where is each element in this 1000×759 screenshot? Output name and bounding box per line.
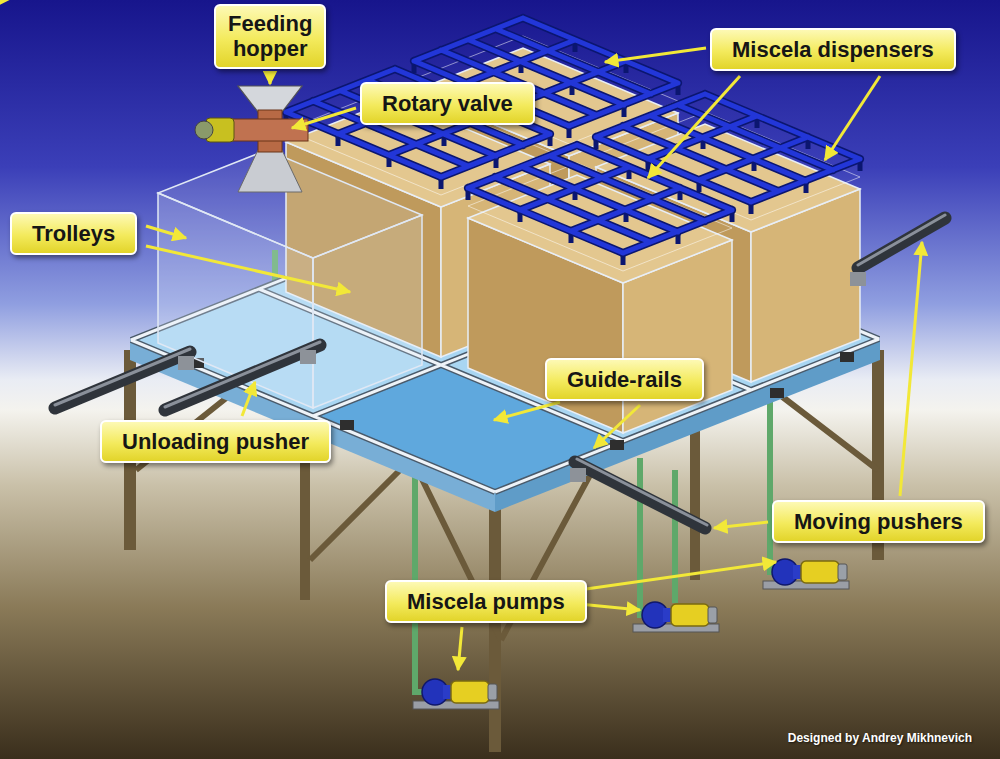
callout-text: Feeding hopper xyxy=(228,11,312,62)
callout-box: Miscela pumps xyxy=(385,580,587,623)
pusher-rods xyxy=(55,215,945,528)
hopper-valve xyxy=(195,86,308,192)
callout-box: Rotary valve xyxy=(360,82,535,125)
callout-text: Miscela dispensers xyxy=(732,37,934,62)
callout-text: Trolleys xyxy=(32,221,115,246)
watermark: Designed by Andrey Mikhnevich xyxy=(788,731,972,745)
callout-box: Trolleys xyxy=(10,212,137,255)
callout-text: Unloading pusher xyxy=(122,429,309,454)
callout-text: Moving pushers xyxy=(794,509,963,534)
leader-arrows xyxy=(8,0,922,670)
callout-box: Feeding hopper xyxy=(214,4,326,69)
callout-box: Miscela dispensers xyxy=(710,28,956,71)
callout-box: Unloading pusher xyxy=(100,420,331,463)
support-frame xyxy=(124,350,884,752)
callout-box: Moving pushers xyxy=(772,500,985,543)
callout-text: Miscela pumps xyxy=(407,589,565,614)
callout-text: Guide-rails xyxy=(567,367,682,392)
callout-text: Rotary valve xyxy=(382,91,513,116)
callout-box: Guide-rails xyxy=(545,358,704,401)
